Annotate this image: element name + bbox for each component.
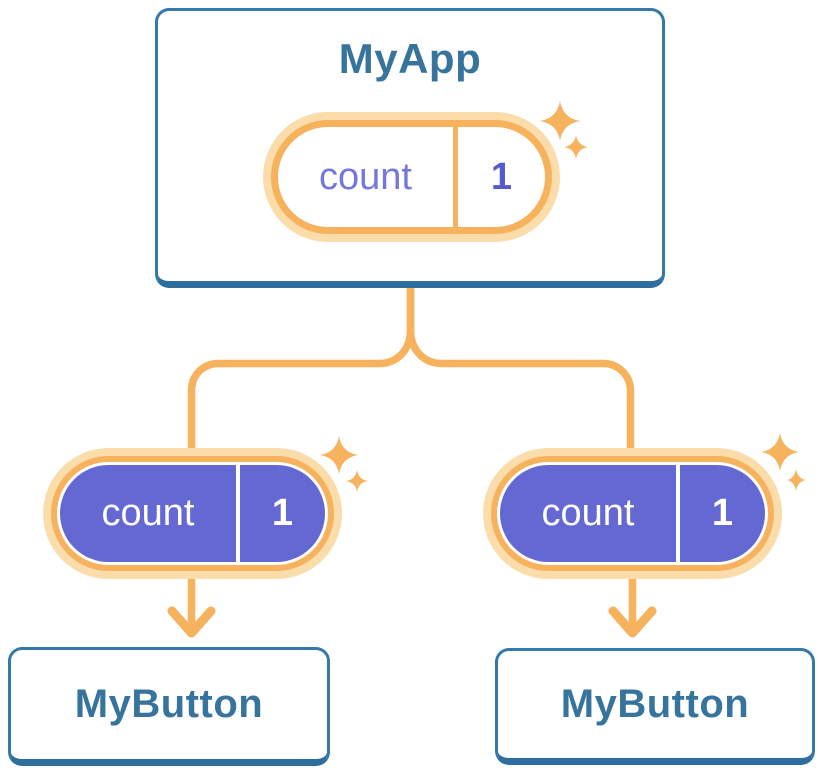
branch-right-line: [406, 284, 635, 470]
prop-pill-right-label: count: [541, 492, 635, 534]
branch-left-line: [187, 284, 415, 470]
sparkle-icon: [320, 436, 368, 492]
right-child-title: MyButton: [560, 682, 750, 726]
prop-pill-right-body: count 1: [500, 465, 765, 562]
component-card-left: MyButton: [8, 647, 330, 766]
prop-pill-right-value: 1: [676, 465, 765, 562]
component-card-root: MyApp count 1: [155, 8, 665, 288]
state-pill-label: count: [319, 155, 412, 198]
prop-pill-left-value: 1: [236, 465, 325, 562]
root-component-title: MyApp: [338, 35, 482, 82]
prop-pill-left-body: count 1: [60, 465, 325, 562]
sparkle-icon: [761, 433, 806, 491]
component-card-right: MyButton: [495, 648, 815, 765]
arrow-down-right-icon: [608, 606, 657, 638]
left-child-title: MyButton: [74, 682, 264, 726]
prop-pill-left-label: count: [101, 492, 195, 534]
state-pill-value: 1: [453, 127, 545, 227]
state-pill: count 1: [271, 120, 552, 234]
arrow-down-left-icon: [167, 606, 216, 638]
prop-pill-right: count 1: [491, 456, 774, 571]
prop-pill-left: count 1: [51, 456, 334, 571]
